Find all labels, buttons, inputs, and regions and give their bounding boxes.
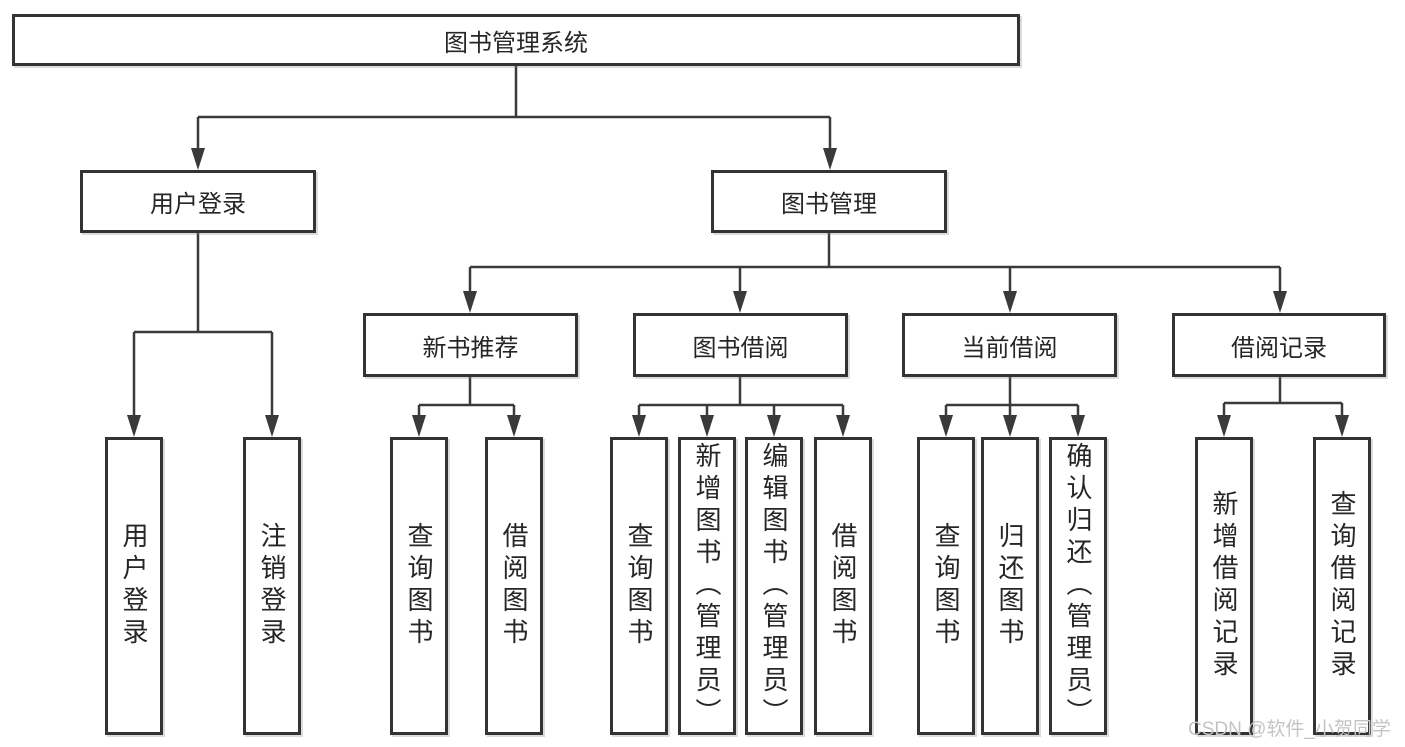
node-nbr-borrow-book-label: 借阅图书 xyxy=(499,522,529,650)
node-br-add-record-label: 新增借阅记录 xyxy=(1209,490,1239,682)
node-logout-label: 注销登录 xyxy=(257,522,287,650)
node-cb-return-book: 归还图书 xyxy=(981,437,1039,735)
node-current-borrow-label: 当前借阅 xyxy=(961,334,1058,362)
node-logout: 注销登录 xyxy=(243,437,301,735)
node-bb-edit-book-admin: 编辑图书（管理员） xyxy=(745,437,803,735)
node-login-label: 用户登录 xyxy=(119,522,149,650)
node-cb-confirm-return-admin: 确认归还（管理员） xyxy=(1049,437,1107,735)
node-book-borrow-label: 图书借阅 xyxy=(692,334,789,362)
node-cb-return-book-label: 归还图书 xyxy=(995,522,1025,650)
node-root: 图书管理系统 xyxy=(12,14,1020,66)
node-login: 用户登录 xyxy=(105,437,163,735)
arrowheads xyxy=(127,148,1349,437)
node-cb-query-book-label: 查询图书 xyxy=(931,522,961,650)
node-bb-edit-book-admin-label: 编辑图书（管理员） xyxy=(759,442,789,730)
node-br-query-record-label: 查询借阅记录 xyxy=(1327,490,1357,682)
node-root-label: 图书管理系统 xyxy=(444,29,588,57)
node-br-query-record: 查询借阅记录 xyxy=(1313,437,1371,735)
node-book-management-label: 图书管理 xyxy=(781,191,877,218)
node-bb-add-book-admin: 新增图书（管理员） xyxy=(678,437,736,735)
node-cb-query-book: 查询图书 xyxy=(917,437,975,735)
node-br-add-record: 新增借阅记录 xyxy=(1195,437,1253,735)
node-current-borrow: 当前借阅 xyxy=(902,313,1117,377)
node-bb-add-book-admin-label: 新增图书（管理员） xyxy=(692,442,722,730)
node-bb-query-book-label: 查询图书 xyxy=(624,522,654,650)
node-user-login-label: 用户登录 xyxy=(150,191,246,218)
node-borrow-records-label: 借阅记录 xyxy=(1231,334,1327,362)
node-book-management: 图书管理 xyxy=(711,170,947,233)
node-cb-confirm-return-admin-label: 确认归还（管理员） xyxy=(1063,442,1093,730)
node-bb-query-book: 查询图书 xyxy=(610,437,668,735)
node-borrow-records: 借阅记录 xyxy=(1172,313,1386,377)
node-new-book-recommend-label: 新书推荐 xyxy=(422,334,519,362)
node-bb-borrow-book-label: 借阅图书 xyxy=(828,522,858,650)
node-bb-borrow-book: 借阅图书 xyxy=(814,437,872,735)
node-nbr-borrow-book: 借阅图书 xyxy=(485,437,543,735)
node-new-book-recommend: 新书推荐 xyxy=(363,313,578,377)
node-book-borrow: 图书借阅 xyxy=(633,313,848,377)
node-nbr-query-book-label: 查询图书 xyxy=(404,522,434,650)
node-user-login: 用户登录 xyxy=(80,170,316,233)
csdn-watermark: CSDN @软件_小贺同学 xyxy=(1188,719,1391,740)
node-nbr-query-book: 查询图书 xyxy=(390,437,448,735)
